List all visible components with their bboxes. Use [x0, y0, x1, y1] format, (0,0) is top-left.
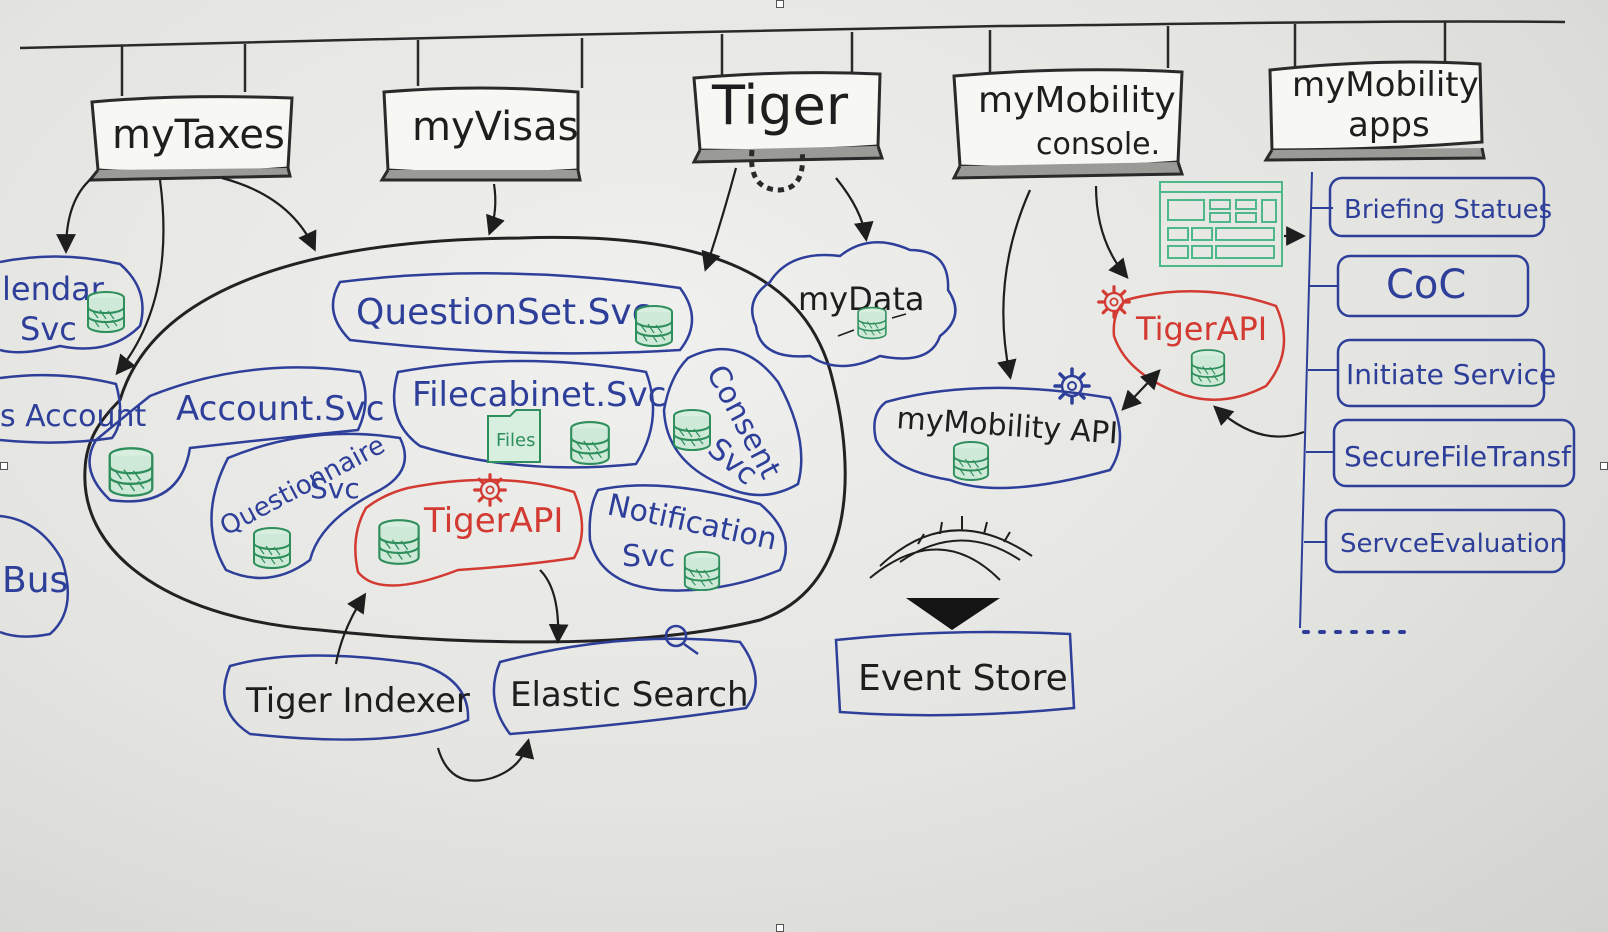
- arrow-taxes-to-core: [221, 176, 317, 252]
- tiger-api-right-gear-icon: [1097, 285, 1131, 319]
- elastic-search-label: Elastic Search: [510, 675, 749, 715]
- app-briefing-statues-label: Briefing Statues: [1344, 195, 1552, 225]
- account-svc-label: Account.Svc: [176, 389, 384, 429]
- questionnaire-label-line2: Svc: [310, 472, 360, 505]
- hanging-wire: [19, 20, 1566, 96]
- tiger-api-right-database-icon: [1190, 349, 1226, 387]
- crop-handle-bottom[interactable]: [776, 924, 784, 932]
- indexing-bubbles: [222, 637, 757, 741]
- event-store-group: Event Store: [834, 516, 1076, 717]
- questionnaire-bubble: [210, 432, 407, 580]
- arrow-taxes-to-account: [115, 179, 165, 376]
- arrow-apps-to-tiger-api: [1213, 405, 1305, 438]
- arrow-visas-to-core: [486, 183, 505, 236]
- apps-label-line2: apps: [1348, 105, 1430, 145]
- account-bubble: [0, 373, 122, 444]
- filecabinet-label: Filecabinet.Svc: [412, 375, 666, 415]
- account-label: s Account: [0, 399, 147, 434]
- elastic-search-bubble: [492, 637, 757, 736]
- calendar-database-icon: [87, 291, 125, 333]
- my-data-cloud: [751, 241, 957, 368]
- my-data-database-icon: [857, 306, 887, 340]
- my-mobility-api-database-icon: [952, 441, 990, 481]
- core-service-bubbles: [88, 272, 803, 592]
- notification-label-line2: Svc: [622, 539, 675, 574]
- tiger-indexer-bubble: [222, 654, 470, 741]
- tiger-core-boundary: [83, 235, 847, 644]
- tiger-indexer-label: Tiger Indexer: [245, 681, 470, 721]
- arrow-indexer-to-tiger-api: [334, 592, 367, 665]
- header-signs: [86, 60, 1486, 193]
- crop-handle-right[interactable]: [1600, 462, 1608, 470]
- arrow-console-to-api: [997, 189, 1032, 380]
- arrow-indexer-to-elastic: [436, 738, 535, 782]
- arrow-taxes-to-calendar: [56, 177, 93, 254]
- event-store-label: Event Store: [858, 658, 1068, 699]
- arrow-tiger-to-core: [701, 167, 738, 272]
- event-store-box: [834, 630, 1076, 717]
- apps-boxes: [1324, 176, 1576, 574]
- folder-icon: Files: [487, 409, 541, 463]
- question-set-label: QuestionSet.Svc: [356, 292, 652, 333]
- bus-bubble: [0, 514, 70, 638]
- my-visas-label: myVisas: [412, 104, 578, 150]
- crop-handle-top[interactable]: [776, 0, 784, 8]
- tiger-label: Tiger: [711, 74, 849, 137]
- bus-label: Bus: [2, 560, 68, 601]
- sign-apps-plaque: [1268, 60, 1484, 152]
- filecabinet-bubble: [392, 359, 655, 469]
- my-mobility-api-label: myMobility API: [895, 401, 1119, 451]
- tiger-api-right-label: TigerAPI: [1135, 310, 1267, 348]
- my-mobility-api-gear-icon: [1053, 367, 1091, 405]
- tiger-api-core-bubble: [354, 478, 584, 587]
- browser-wireframe-icon: [1159, 181, 1283, 267]
- calendar-svc-bubble: [0, 255, 144, 354]
- consent-bubble: [662, 347, 803, 497]
- app-coc-label: CoC: [1386, 262, 1466, 308]
- apps-label-line1: myMobility: [1292, 65, 1479, 105]
- my-taxes-label: myTaxes: [112, 112, 285, 158]
- arrow-mydata-db-in: [837, 313, 907, 337]
- questionnaire-label-line1: Questionnaire: [215, 430, 390, 542]
- calendar-label-line2: Svc: [20, 310, 77, 348]
- tiger-api-core-label: TigerAPI: [423, 501, 563, 541]
- connection-arrows: [56, 167, 1306, 782]
- app-secure-file-transfer-label: SecureFileTransf: [1344, 440, 1572, 473]
- console-label-line1: myMobility: [978, 80, 1176, 121]
- tiger-api-gear-icon: [473, 473, 507, 507]
- magnifier-icon: [664, 624, 699, 656]
- files-folder-label: Files: [496, 430, 536, 451]
- left-edge-shapes: [0, 255, 144, 638]
- account-svc-bubble: [88, 366, 367, 503]
- apps-tree: [1299, 171, 1406, 634]
- arrow-tiger-api-to-elastic: [539, 569, 569, 644]
- tiger-api-right-bubble: [1112, 290, 1286, 401]
- tiger-tail: [749, 149, 806, 193]
- crop-handle-left[interactable]: [0, 462, 8, 470]
- question-set-bubble: [331, 272, 694, 355]
- arrow-tiger-to-mydata: [835, 177, 874, 242]
- arrow-api-tiger-api-bidirectional: [1121, 369, 1161, 411]
- arrow-console-to-tiger-api: [1094, 185, 1129, 280]
- console-label-line2: console.: [1036, 127, 1160, 162]
- app-service-evaluation-label: ServceEvaluation: [1340, 529, 1566, 559]
- my-mobility-api-bubble: [873, 386, 1122, 490]
- app-initiate-service-label: Initiate Service: [1346, 358, 1556, 391]
- notification-bubble: [588, 484, 788, 592]
